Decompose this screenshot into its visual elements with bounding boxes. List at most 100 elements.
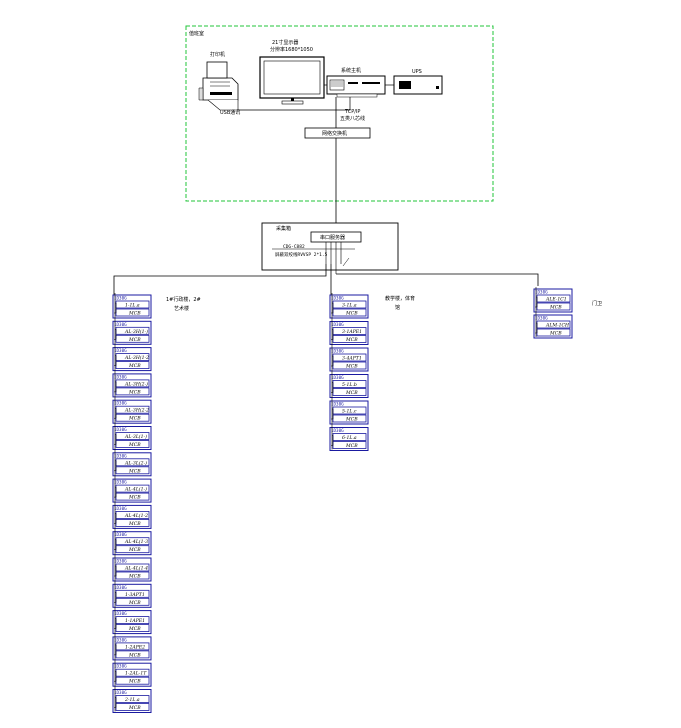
monitor-icon (259, 56, 325, 105)
meter-name: 1-2AL-1T (125, 671, 147, 677)
meter-name: 1-2APE2 (125, 644, 145, 650)
meter-tag: 1D30G (114, 559, 127, 564)
cable-label: 五类八芯线 (340, 115, 365, 122)
ups-label: UPS (412, 69, 422, 75)
network-switch (304, 127, 371, 139)
meter-sub: MCB (128, 705, 141, 711)
meter-sub: MCB (128, 468, 141, 474)
meter-tag: 1D30G (331, 402, 344, 407)
host-computer-icon (326, 75, 386, 98)
meter-name: 5-1L.b (342, 382, 357, 388)
meter-name: AL-3H(2-2 (124, 407, 149, 414)
meter-name: AL-3H(1-2 (124, 354, 149, 361)
bus-cable-label: 屏蔽双绞线RVVSP 2*1.5 (275, 251, 328, 258)
meter-tag: 1D30G (114, 374, 127, 379)
meter-name: AL-4L(1-) (124, 486, 147, 493)
meter-sub: MCB (128, 495, 141, 501)
meter-sub: MCB (549, 331, 562, 337)
meter-sub: MCB (128, 547, 141, 553)
meter-sub: MCB (128, 442, 141, 448)
meter-tag: 1D30G (114, 664, 127, 669)
duty-room-label: 值班室 (189, 30, 204, 37)
meter-name: 5-1L.c (342, 409, 357, 415)
group-right-note: 门卫 (592, 300, 602, 307)
meter-sub: MCB (128, 626, 141, 632)
switch-label: 网络交换机 (322, 130, 347, 137)
meter-tag: 1D30G (331, 428, 344, 433)
meter-tag: 1D30G (114, 480, 127, 485)
meter-sub: MCB (549, 305, 562, 311)
meter-name: 3-1APE1 (342, 329, 362, 335)
collector-box (261, 222, 399, 271)
monitor-label: 21寸显示器 (272, 39, 298, 46)
meter-tag: 1D30G (114, 348, 127, 353)
meter-name: AL-4L(1-3 (124, 538, 148, 545)
meter-tag: 1D30G (331, 349, 344, 354)
meter-tag: 1D30G (331, 322, 344, 327)
meter-tag: 1D30G (114, 585, 127, 590)
meter-name: AL-4L(1-4 (124, 565, 148, 572)
printer-icon (198, 61, 239, 111)
meter-tag: 1D30G (114, 296, 127, 301)
meter-tag: 1D30G (331, 296, 344, 301)
meter-group-mid: 1D30G3-1L.aMCB1D30G3-1APE1MCB1D30G3-4APT… (329, 293, 369, 451)
usb-label: USB通讯 (220, 109, 240, 116)
ups-icon (393, 75, 443, 95)
meter-tag: 1D30G (114, 506, 127, 511)
host-label: 系统主机 (341, 67, 361, 74)
meter-tag: 1D30G (535, 290, 548, 295)
group-mid-note-1: 教学楼，体育 (385, 295, 415, 302)
group-left-note-2: 艺术楼 (174, 305, 189, 312)
meter-name: AL-3H(1-) (124, 328, 148, 335)
meter-sub: MCB (345, 364, 358, 370)
meter-name: AL-3L(1-) (124, 433, 147, 440)
monitor-resolution: 分辨率1680*1050 (270, 46, 313, 53)
group-left-note-1: 1#行政楼，2# (166, 296, 201, 303)
meter-name: AL-4L(1-2 (124, 512, 148, 519)
meter-tag: 1D30G (114, 690, 127, 695)
meter-name: AL-3H(2-) (124, 380, 148, 387)
meter-sub: MCB (345, 417, 358, 423)
meter-sub: MCB (128, 600, 141, 606)
meter-sub: MCB (345, 443, 358, 449)
printer-label: 打印机 (210, 51, 225, 58)
meter-name: ALE-1C1 (545, 297, 567, 303)
bus-right (336, 273, 539, 286)
meter-sub: MCB (128, 521, 141, 527)
meter-tag: 1D30G (114, 322, 127, 327)
bus-left (113, 264, 327, 296)
meter-name: 3-4APT1 (342, 356, 362, 362)
collector-port-tick (342, 257, 350, 267)
meter-tag: 1D30G (114, 401, 127, 406)
duty-room-boundary (185, 25, 494, 202)
meter-sub: MCB (128, 652, 141, 658)
meter-sub: MCB (128, 311, 141, 317)
meter-sub: MCB (345, 337, 358, 343)
meter-name: ALM-1CH (545, 323, 570, 329)
meter-sub: MCB (128, 337, 141, 343)
meter-sub: MCB (128, 416, 141, 422)
device-code: CDG-C882 (283, 244, 305, 250)
meter-sub: MCB (128, 363, 141, 369)
